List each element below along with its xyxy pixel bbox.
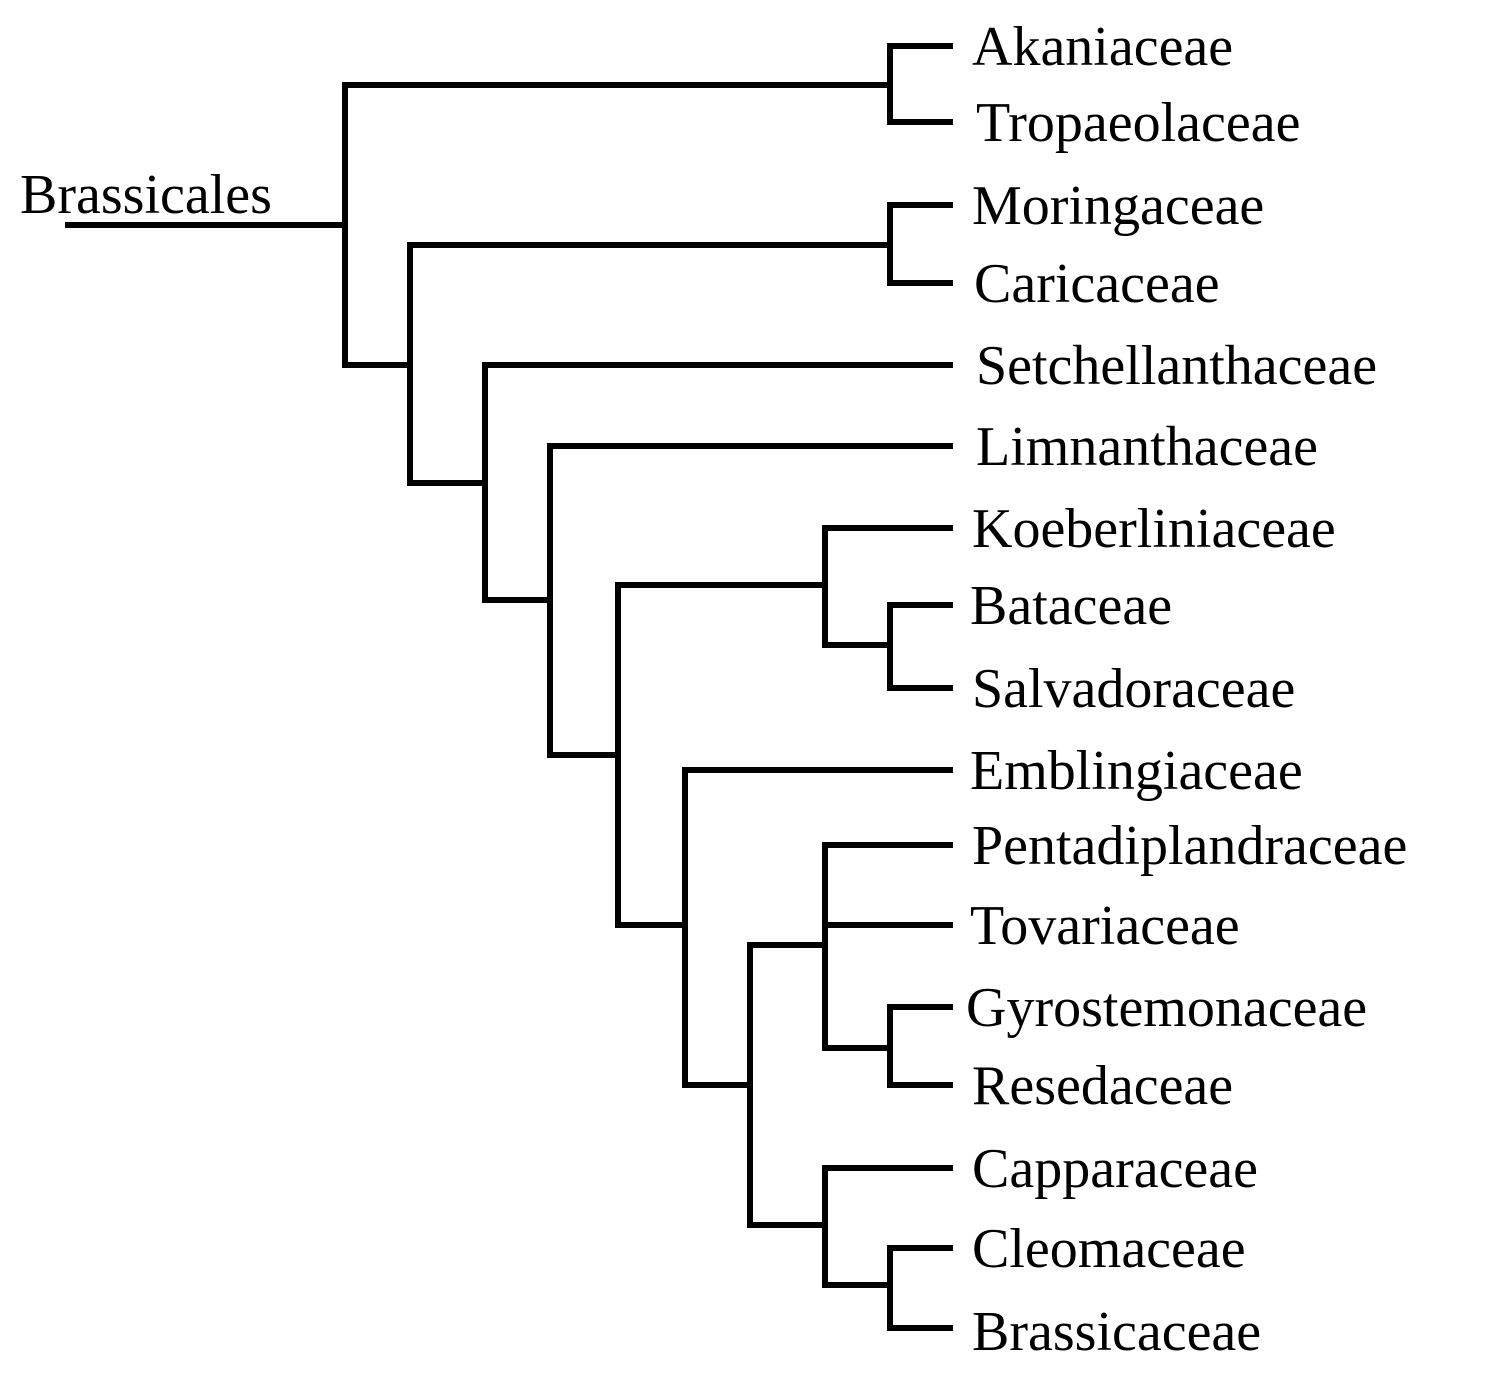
taxon-label: Limnanthaceae (976, 416, 1318, 478)
taxon-label: Koeberliniaceae (972, 498, 1336, 560)
root-label: Brassicales (20, 164, 272, 226)
taxon-label: Akaniaceae (972, 16, 1233, 78)
taxon-label: Pentadiplandraceae (972, 815, 1407, 877)
taxon-label: Bataceae (970, 575, 1172, 637)
taxon-label: Resedaceae (972, 1055, 1233, 1117)
taxon-label: Moringaceae (972, 175, 1264, 237)
tree-branches (65, 43, 953, 1331)
taxon-label: Gyrostemonaceae (966, 977, 1367, 1039)
taxon-label: Capparaceae (972, 1138, 1258, 1200)
taxon-label: Tropaeolaceae (976, 92, 1300, 154)
taxon-labels: Brassicales Akaniaceae Tropaeolaceae Mor… (20, 16, 1407, 1363)
taxon-label: Salvadoraceae (972, 658, 1295, 720)
taxon-label: Cleomaceae (972, 1218, 1246, 1280)
taxon-label: Setchellanthaceae (976, 335, 1377, 397)
taxon-label: Emblingiaceae (970, 740, 1303, 802)
taxon-label: Caricaceae (974, 253, 1220, 315)
taxon-label: Tovariaceae (970, 895, 1240, 957)
taxon-label: Brassicaceae (972, 1301, 1261, 1363)
